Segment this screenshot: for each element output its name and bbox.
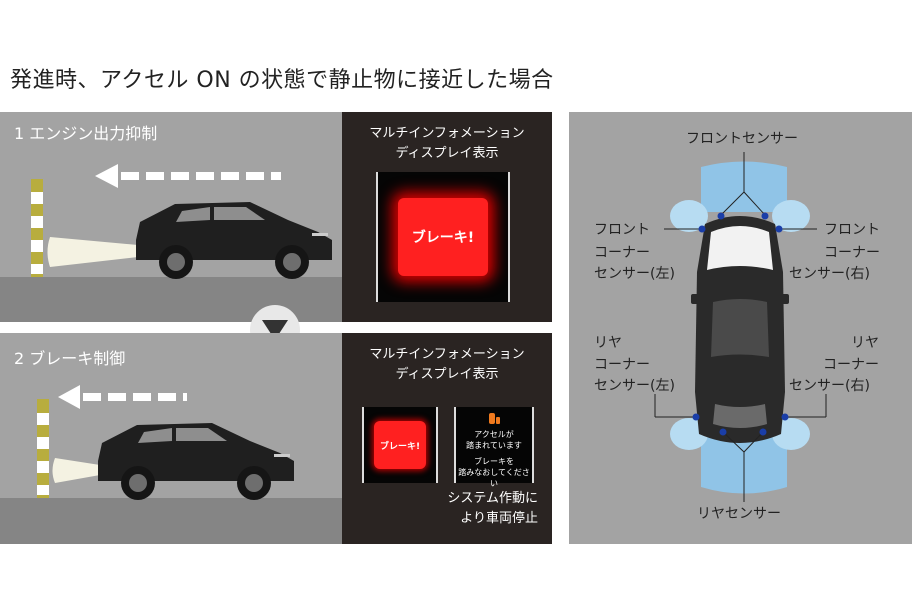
step1-illustration: [31, 164, 332, 279]
step1-scene: 1 エンジン出力抑制: [0, 112, 342, 322]
step2-msg-line3: ブレーキを: [474, 457, 514, 466]
sensor-layout-panel: フロントセンサー フロント コーナー センサー(左) フロント コーナー センサ…: [569, 112, 912, 544]
front-right-sensor-label-1: フロント: [824, 222, 880, 238]
page-title: 発進時、アクセル ON の状態で静止物に接近した場合: [10, 68, 554, 93]
step2-display-panel: マルチインフォメーション ディスプレイ表示 ブレーキ! アクセルが 踏まれていま…: [342, 333, 552, 544]
step1-label: 1 エンジン出力抑制: [14, 124, 158, 143]
rear-right-sensor-label-1: リヤ: [851, 335, 879, 351]
step2-brake-warning: ブレーキ!: [374, 421, 426, 469]
car-top-icon: [691, 216, 789, 443]
front-right-sensor-label-2: コーナー: [824, 245, 880, 261]
step2-result-line1: システム作動に: [447, 491, 538, 506]
step2-illustration: [37, 385, 294, 500]
sensor-beam: [47, 237, 138, 267]
step2-msg-line4: 踏みなおしてください: [458, 468, 530, 488]
rear-right-sensor-label-3: センサー(右): [789, 378, 870, 394]
step2-msg-line2: 踏まれています: [466, 441, 522, 450]
step2-msg-line1: アクセルが: [474, 430, 514, 439]
step2-meter-screen-right: アクセルが 踏まれています ブレーキを 踏みなおしてください: [454, 407, 534, 488]
step1-meter-screen: ブレーキ!: [376, 172, 510, 302]
step2-meter-screen-left: ブレーキ!: [362, 407, 438, 483]
front-left-corner-zone: [670, 200, 708, 232]
step2-scene: 2 ブレーキ制御: [0, 333, 342, 544]
step2-display-title-2: ディスプレイ表示: [395, 367, 499, 382]
step1-display-title-1: マルチインフォメーション: [369, 126, 525, 141]
rear-sensor-label: リヤセンサー: [697, 506, 781, 522]
front-left-sensor-label-2: コーナー: [594, 245, 650, 261]
car-side-icon: [136, 202, 332, 279]
rear-left-sensor-label-2: コーナー: [594, 357, 650, 373]
front-left-sensor-label-1: フロント: [594, 222, 650, 238]
rear-left-sensor-label-3: センサー(左): [594, 378, 675, 394]
step2-display-title-1: マルチインフォメーション: [369, 347, 525, 362]
leader-lines: [654, 152, 827, 502]
rear-right-sensor-label-2: コーナー: [823, 357, 879, 373]
step2-label: 2 ブレーキ制御: [14, 349, 126, 368]
car-side-icon: [98, 423, 294, 500]
arrow-left-icon: [58, 385, 187, 409]
step2-result-line2: より車両停止: [460, 511, 538, 526]
front-right-sensor-label-3: センサー(右): [789, 266, 870, 282]
front-left-sensor-label-3: センサー(左): [594, 266, 675, 282]
triangle-down-icon: [262, 320, 288, 340]
sensor-beam: [52, 458, 100, 483]
obstacle-pole: [31, 179, 43, 277]
pedal-warning-icon: [489, 413, 500, 424]
sensor-layout-diagram: [654, 152, 827, 502]
obstacle-pole: [37, 399, 49, 498]
sensor-dots: [692, 212, 789, 436]
step1-brake-warning: ブレーキ!: [398, 198, 488, 276]
step1-display-title-2: ディスプレイ表示: [395, 146, 499, 161]
road: [0, 498, 342, 544]
arrow-left-icon: [95, 164, 281, 188]
step1-display-panel: マルチインフォメーション ディスプレイ表示 ブレーキ!: [342, 112, 552, 322]
rear-left-sensor-label-1: リヤ: [594, 335, 622, 351]
front-sensor-label: フロントセンサー: [686, 131, 798, 147]
front-right-corner-zone: [772, 200, 810, 232]
